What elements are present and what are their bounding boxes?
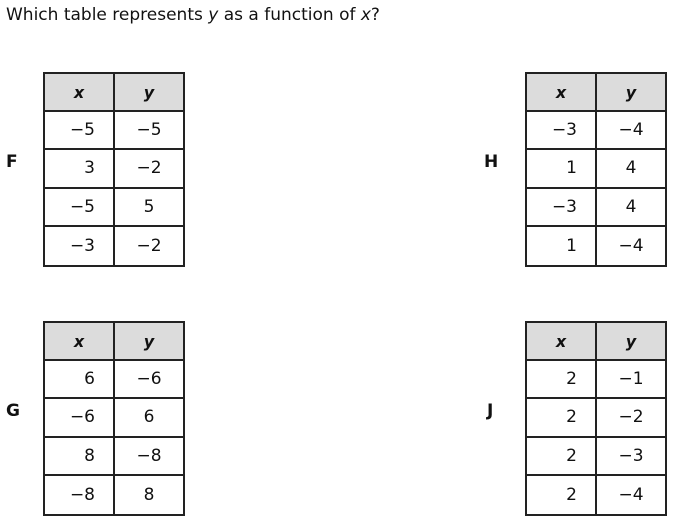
table-h-cell-x: 1 (527, 226, 597, 265)
table-j-cell-y: −4 (618, 484, 644, 505)
table-f-cell-y: −5 (115, 112, 183, 151)
table-f-cell-x: 3 (45, 150, 115, 189)
choice-g-letter[interactable]: G (6, 401, 20, 421)
table-f-cell-y: −2 (136, 235, 162, 256)
table-f-cell-y: −2 (115, 150, 183, 189)
table-h-cell-y: −4 (618, 235, 644, 256)
table-h-cell-x: −3 (527, 188, 597, 227)
table-g-cell-y: 8 (143, 484, 155, 505)
choice-j-letter[interactable]: J (487, 401, 494, 421)
table-h-cell-y: −4 (597, 112, 665, 151)
question-var-y: y (208, 5, 219, 25)
table-h-cell-x: 1 (527, 150, 597, 189)
table-j-cell-x: 2 (527, 361, 597, 400)
table-f-cell-x: −5 (45, 112, 115, 151)
table-g-cell-x: −6 (45, 399, 115, 438)
table-h-header-y: y (597, 74, 665, 112)
table-g-cell-y: −8 (115, 438, 183, 476)
table-g-header-x: x (45, 323, 115, 361)
table-j-header-x: x (527, 323, 597, 361)
table-f-header-y: y (115, 74, 183, 112)
table-h[interactable]: x y −3 −4 1 4 −3 4 1 −4 (525, 72, 667, 267)
table-h-cell-y: 4 (597, 189, 665, 227)
table-h-cell-y: 4 (597, 150, 665, 189)
table-j-cell-x: 2 (527, 399, 597, 438)
question-text: Which table represents y as a function o… (6, 5, 380, 25)
table-f-cell-x: −3 (45, 226, 115, 265)
question-suffix: ? (370, 5, 380, 25)
table-j-cell-y: −1 (597, 361, 665, 400)
table-f-cell-x: −5 (45, 188, 115, 227)
table-f-cell-y: 5 (115, 189, 183, 227)
table-j-header-y: y (597, 323, 665, 361)
table-h-header-x: x (527, 74, 597, 112)
table-j-cell-y: −3 (597, 438, 665, 476)
table-g[interactable]: x y 6 −6 −6 6 8 −8 −8 8 (43, 321, 185, 516)
table-j[interactable]: x y 2 −1 2 −2 2 −3 2 −4 (525, 321, 667, 516)
table-g-header-y: y (115, 323, 183, 361)
question-middle: as a function of (218, 5, 361, 25)
table-f-header-x: x (45, 74, 115, 112)
question-var-x: x (360, 5, 371, 25)
table-g-cell-y: 6 (115, 399, 183, 438)
choice-f-letter[interactable]: F (6, 152, 18, 172)
table-g-cell-x: −8 (45, 475, 115, 514)
table-j-cell-y: −2 (597, 399, 665, 438)
question-prefix: Which table represents (6, 5, 209, 25)
table-j-cell-x: 2 (527, 437, 597, 476)
table-g-cell-x: 8 (45, 437, 115, 476)
table-g-cell-y: −6 (115, 361, 183, 400)
table-h-cell-x: −3 (527, 112, 597, 151)
choice-h-letter[interactable]: H (484, 152, 499, 172)
table-g-cell-x: 6 (45, 361, 115, 400)
table-f[interactable]: x y −5 −5 3 −2 −5 5 −3 −2 (43, 72, 185, 267)
table-j-cell-x: 2 (527, 475, 597, 514)
